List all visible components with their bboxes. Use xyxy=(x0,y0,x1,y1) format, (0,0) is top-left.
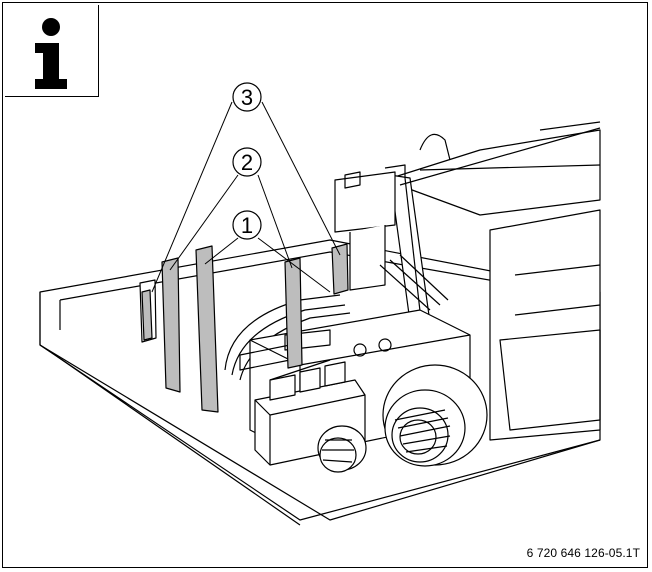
info-i-icon xyxy=(35,18,67,89)
callout-1-label: 1 xyxy=(241,213,253,238)
info-box xyxy=(5,5,99,97)
callout-1: 1 xyxy=(232,210,262,240)
callout-2: 2 xyxy=(232,147,262,177)
callout-2-label: 2 xyxy=(241,150,253,175)
callout-3: 3 xyxy=(232,82,262,112)
figure-code: 6 720 646 126-05.1T xyxy=(526,546,640,560)
callout-3-label: 3 xyxy=(241,85,253,110)
